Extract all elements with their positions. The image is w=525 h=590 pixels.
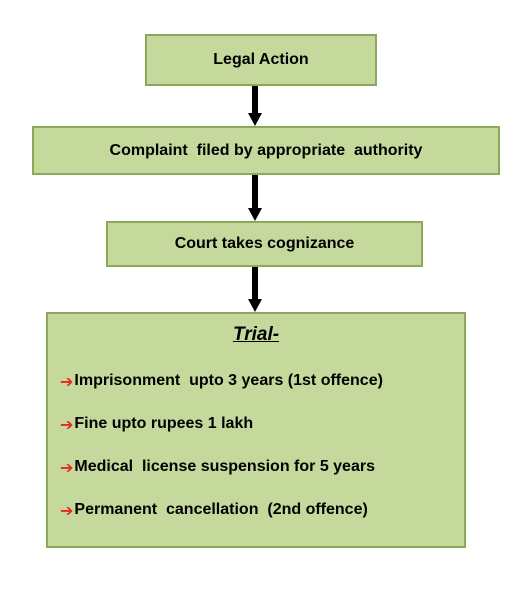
node-legal-action: Legal Action (145, 34, 377, 86)
right-arrow-icon: ➔ (60, 503, 74, 520)
trial-item-imprisonment: ➔ Imprisonment upto 3 years (1st offence… (60, 372, 383, 415)
trial-item-label: Fine upto rupees 1 lakh (74, 415, 254, 432)
down-arrow-icon (248, 175, 262, 221)
down-arrow-icon (248, 86, 262, 126)
trial-title: Trial- (232, 324, 280, 345)
trial-outcomes-list: ➔ Imprisonment upto 3 years (1st offence… (60, 372, 383, 544)
trial-item-label: Medical license suspension for 5 years (74, 458, 375, 475)
node-legal-action-label: Legal Action (213, 51, 309, 68)
right-arrow-icon: ➔ (60, 460, 74, 477)
right-arrow-icon: ➔ (60, 417, 74, 434)
node-court-cognizance: Court takes cognizance (106, 221, 423, 267)
trial-item-label: Imprisonment upto 3 years (1st offence) (74, 372, 383, 389)
trial-item-label: Permanent cancellation (2nd offence) (74, 501, 368, 518)
node-complaint: Complaint filed by appropriate authority (32, 126, 500, 175)
node-complaint-label: Complaint filed by appropriate authority (109, 141, 423, 159)
right-arrow-icon: ➔ (60, 374, 74, 391)
down-arrow-icon (248, 267, 262, 312)
trial-item-fine: ➔ Fine upto rupees 1 lakh (60, 415, 383, 458)
node-court-label: Court takes cognizance (174, 235, 355, 252)
node-trial: Trial- ➔ Imprisonment upto 3 years (1st … (46, 312, 466, 548)
trial-item-cancellation: ➔ Permanent cancellation (2nd offence) (60, 501, 383, 544)
trial-item-license-suspension: ➔ Medical license suspension for 5 years (60, 458, 383, 501)
